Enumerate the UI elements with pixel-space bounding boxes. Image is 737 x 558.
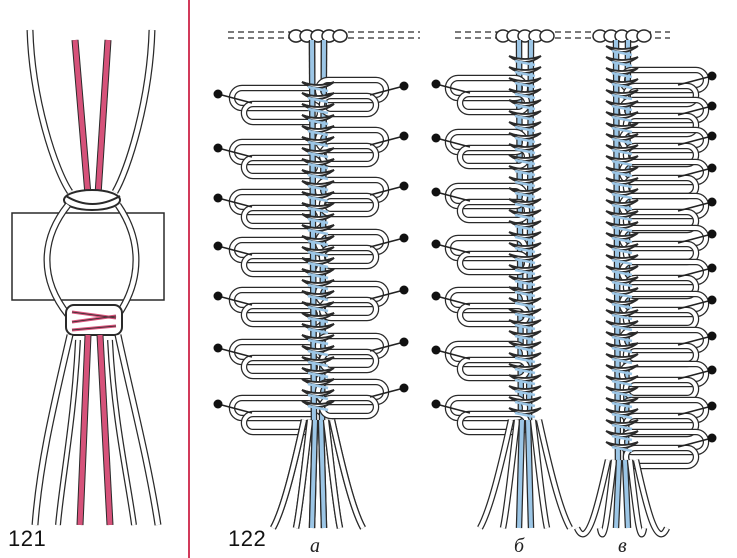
block [11, 212, 165, 301]
variant-label-a: а [310, 535, 320, 557]
figure-122 [213, 29, 717, 538]
figure-121 [11, 29, 165, 526]
variant-label-b: б [514, 535, 525, 557]
figure-121-number: 121 [8, 526, 46, 551]
column-v [574, 29, 717, 538]
column-a-right [270, 29, 409, 530]
variant-label-v: в [618, 535, 627, 557]
figure-122-number: 122 [228, 526, 266, 551]
column-b [431, 29, 573, 530]
